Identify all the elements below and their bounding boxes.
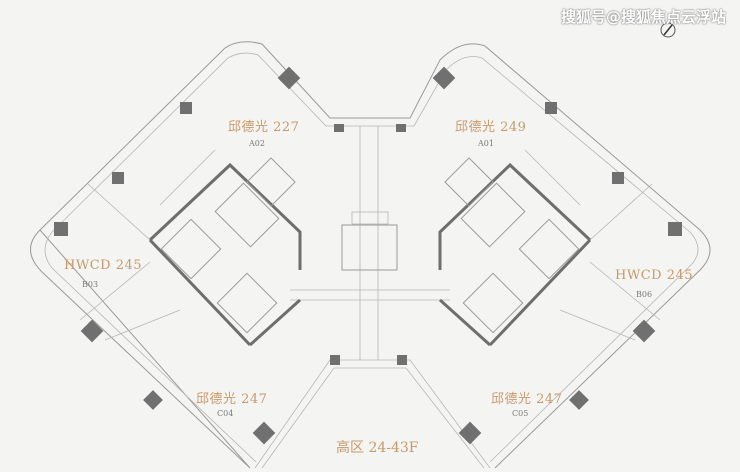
unit-a01-tenant: 邱德光 249 bbox=[455, 120, 527, 135]
unit-b03-code: B03 bbox=[82, 280, 99, 289]
corridor bbox=[290, 126, 450, 360]
compass-icon bbox=[660, 22, 676, 38]
core-right bbox=[438, 157, 592, 347]
outer-wall bbox=[30, 41, 711, 469]
unit-c04-tenant: 邱德光 247 bbox=[196, 392, 268, 407]
unit-c05-code: C05 bbox=[512, 409, 529, 418]
unit-a02-tenant: 邱德光 227 bbox=[228, 120, 300, 135]
watermark-text: 搜狐号@搜狐焦点云浮站 bbox=[560, 8, 726, 26]
unit-b03-tenant: HWCD 245 bbox=[64, 258, 143, 273]
unit-b06-code: B06 bbox=[636, 290, 653, 299]
unit-a01-code: A01 bbox=[478, 139, 494, 148]
zone-label: 高区 24-43F bbox=[336, 440, 419, 456]
unit-b06-tenant: HWCD 245 bbox=[615, 268, 694, 283]
partitions bbox=[79, 149, 661, 341]
columns bbox=[54, 66, 682, 445]
unit-a02-code: A02 bbox=[249, 139, 265, 148]
unit-c04-code: C04 bbox=[217, 409, 234, 418]
core-left bbox=[148, 157, 302, 347]
unit-c05-tenant: 邱德光 247 bbox=[491, 392, 563, 407]
